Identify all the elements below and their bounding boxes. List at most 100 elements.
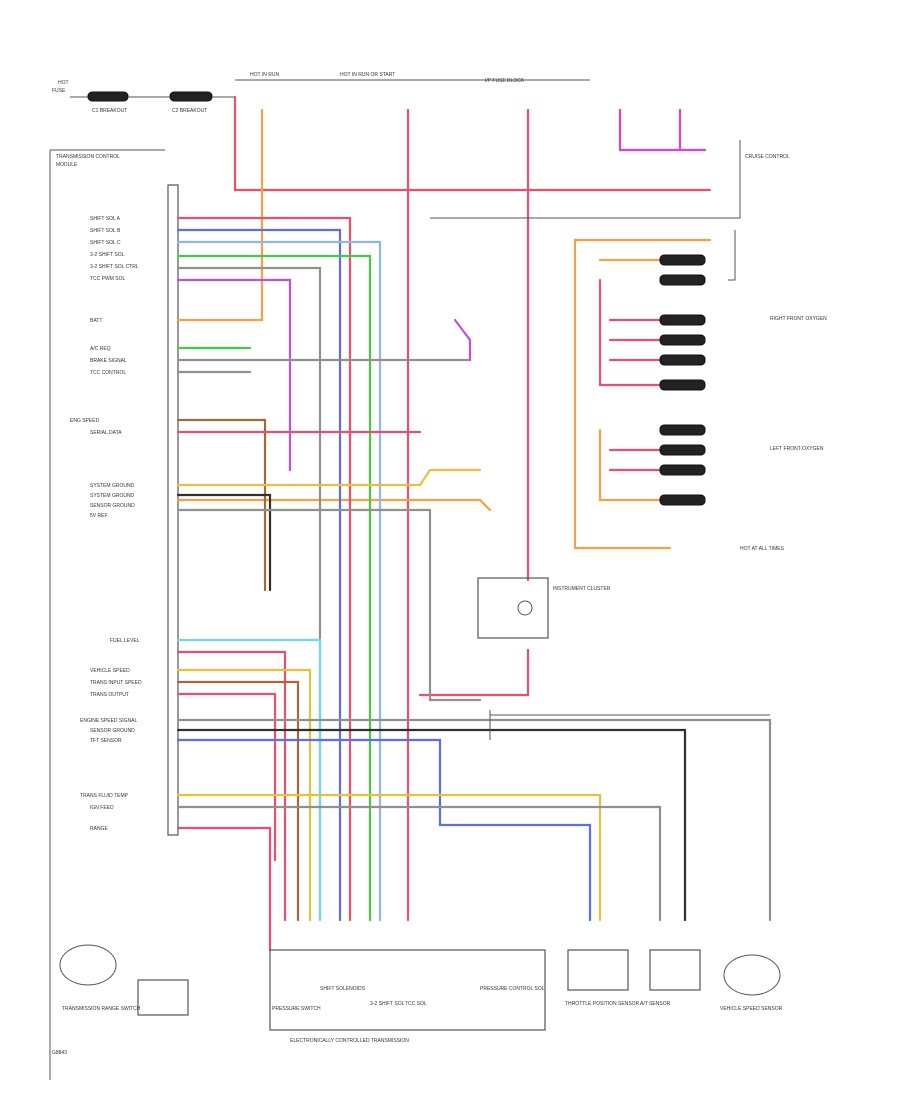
connector-right-10 [659, 494, 706, 506]
wire-engine-speed [176, 718, 772, 922]
cruise-label: CRUISE CONTROL [745, 154, 790, 160]
bus-label-1: HOT IN RUN [250, 72, 279, 78]
pin-label-18: TRANS INPUT SPEED [90, 680, 142, 686]
pin-label-8: BRAKE SIGNAL [90, 358, 127, 364]
wire-32-sol [176, 254, 372, 922]
pin-label-25: RANGE [90, 826, 108, 832]
pin-label-17: VEHICLE SPEED [90, 668, 130, 674]
pin-label-16: FUEL LEVEL [110, 638, 140, 644]
fusible-link-2 [169, 91, 213, 102]
pin-label-3: 3-2 SHIFT SOL [90, 252, 125, 258]
bottom-label-0: TRANSMISSION RANGE SWITCH [62, 1006, 141, 1012]
pin-label-2: SHIFT SOL C [90, 240, 121, 246]
connector-right-5 [659, 354, 706, 366]
wire-sensor-ground [176, 508, 482, 702]
wire-range [176, 826, 272, 952]
cluster-lamp-icon [517, 600, 533, 616]
wire-red-lower [418, 648, 530, 697]
pin-label-13: SYSTEM GROUND [90, 493, 135, 499]
connector-right-1 [659, 254, 706, 266]
wire-fuel-level-2 [176, 650, 287, 922]
bus-label-2: HOT IN RUN OR START [340, 72, 395, 78]
bottom-caption: ELECTRONICALLY CONTROLLED TRANSMISSION [290, 1038, 409, 1044]
bottom-label-2: SHIFT SOLENOIDS [320, 986, 366, 992]
wire-eng-speed [176, 418, 267, 592]
bottom-label-3: 3-2 SHIFT SOL [370, 1001, 405, 1007]
at-sensor-box [649, 949, 701, 991]
connector-label-1: C1 BREAKOUT [92, 108, 127, 114]
connector-right-2 [659, 274, 706, 286]
pin-label-24: IGN FEED [90, 805, 114, 811]
bottom-label-8: VEHICLE SPEED SENSOR [720, 1006, 783, 1012]
pin-label-0: SHIFT SOL A [90, 216, 121, 222]
o2-connectors: RIGHT FRONT OXYGEN LEFT FRONT OXYGEN CRU… [659, 154, 827, 552]
bottom-components: TRANSMISSION RANGE SWITCH PRESSURE SWITC… [52, 944, 783, 1056]
wire-sensor-ground-2 [176, 728, 687, 922]
bottom-label-6: THROTTLE POSITION SENSOR [565, 1001, 640, 1007]
figure-code: G8843 [52, 1050, 67, 1056]
wire-orange-ground [176, 498, 492, 512]
instrument-cluster: INSTRUMENT CLUSTER [477, 577, 611, 639]
wire-orange-batt [176, 108, 264, 322]
wire-shift-a [176, 216, 352, 922]
tps-box [567, 949, 629, 991]
wire-gray-side [728, 230, 736, 281]
hot-label: HOT [58, 80, 69, 86]
pin-label-15: 5V REF [90, 513, 108, 519]
pin-label-6: BATT [90, 318, 102, 324]
wire-brake-switch [453, 318, 472, 362]
pin-label-10: ENG SPEED [70, 418, 100, 424]
bottom-label-7: A/T SENSOR [640, 1001, 671, 1007]
connector-right-3 [659, 314, 706, 326]
bottom-label-1: PRESSURE SWITCH [272, 1006, 321, 1012]
range-switch-icon [59, 944, 117, 986]
connector-right-7 [659, 424, 706, 436]
transmission-control-module: TRANSMISSION CONTROL MODULE [49, 149, 179, 1080]
ecm-title-2: MODULE [56, 162, 78, 168]
cluster-label: INSTRUMENT CLUSTER [553, 586, 611, 592]
connector-right-4 [659, 334, 706, 346]
ecm-connector-strip [167, 184, 179, 836]
wire-ign-feed [176, 805, 662, 922]
hot-all-times-label: HOT AT ALL TIMES [740, 546, 785, 552]
right-front-label: RIGHT FRONT OXYGEN [770, 316, 827, 322]
pin-label-19: TRANS OUTPUT [90, 692, 129, 698]
wire-gray-top [430, 140, 741, 219]
pin-label-9: TCC CONTROL [90, 370, 126, 376]
fusible-link-1 [87, 91, 129, 102]
wire-cruise [618, 108, 707, 152]
pin-label-22: TFT SENSOR [90, 738, 122, 744]
wire-shift-b [176, 228, 342, 922]
wire-fuel-level [176, 638, 322, 922]
pin-label-7: A/C REQ [90, 346, 111, 352]
wire-o2-5 [598, 428, 662, 502]
pin-label-12: SYSTEM GROUND [90, 483, 135, 489]
trans-harness-box [269, 949, 546, 1031]
wire-orange-right [573, 238, 712, 550]
pressure-sensor-box [137, 979, 189, 1016]
wire-system-ground-2 [176, 493, 272, 592]
wire-shift-c [176, 240, 382, 922]
wire-o2-1 [598, 278, 662, 387]
wire-tft-sensor [176, 738, 592, 922]
ecm-title-1: TRANSMISSION CONTROL [56, 154, 120, 160]
wire-tcc-pwm [176, 278, 292, 472]
connector-right-8 [659, 444, 706, 456]
bottom-label-4: TCC SOL [405, 1001, 427, 1007]
top-power-feed: HOT FUSE C1 BREAKOUT C2 BREAKOUT HOT IN … [52, 72, 590, 114]
wire-vehicle-speed [176, 668, 312, 922]
pin-label-4: 3-2 SHIFT SOL CTRL [90, 264, 139, 270]
connector-right-9 [659, 464, 706, 476]
pin-labels: SHIFT SOL A SHIFT SOL B SHIFT SOL C 3-2 … [70, 216, 142, 832]
pin-label-20: ENGINE SPEED SIGNAL [80, 718, 137, 724]
pin-label-1: SHIFT SOL B [90, 228, 121, 234]
wire-system-ground-1 [176, 468, 482, 487]
wire-trans-fluid-temp [176, 793, 602, 922]
pin-label-21: SENSOR GROUND [90, 728, 135, 734]
wire-trans-input [176, 680, 300, 922]
pin-label-11: SERIAL DATA [90, 430, 122, 436]
wire-layer [176, 95, 772, 952]
pin-label-5: TCC PWM SOL [90, 276, 125, 282]
pin-label-14: SENSOR GROUND [90, 503, 135, 509]
